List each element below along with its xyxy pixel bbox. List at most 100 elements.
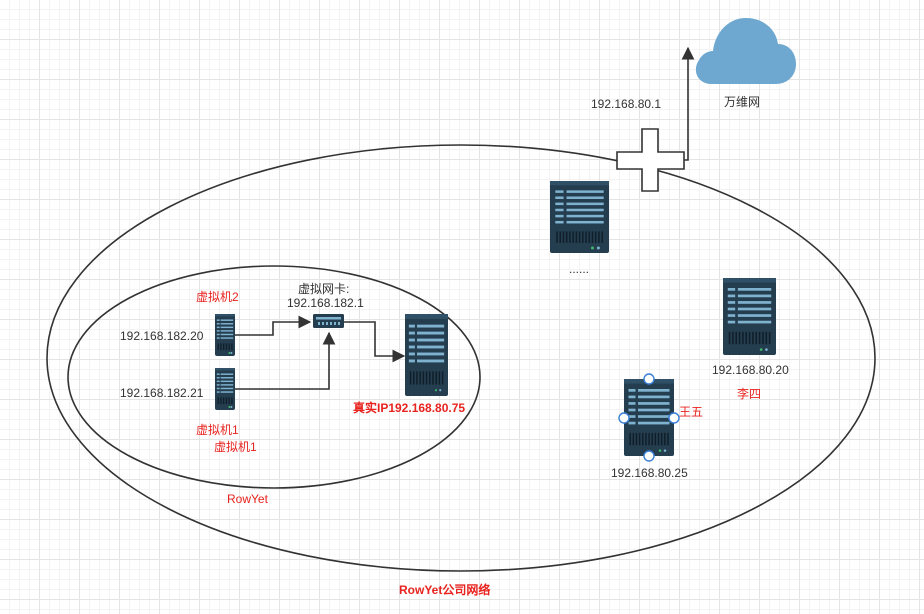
server-caption-ellipsis: ...... — [569, 262, 590, 276]
server-vent — [425, 371, 428, 385]
server-bay-led — [216, 333, 220, 336]
server-bay-led — [727, 307, 736, 311]
server-vent — [594, 231, 597, 243]
uplink-connector[interactable] — [681, 46, 695, 161]
server-bay — [220, 387, 234, 390]
server-bay — [566, 202, 604, 206]
host-network-boundary[interactable] — [67, 265, 481, 489]
server-vent — [629, 432, 631, 446]
server-top-bevel — [550, 181, 609, 186]
server-bay-led — [555, 202, 564, 206]
server-vent — [228, 397, 230, 405]
server-bay — [220, 377, 234, 379]
server-vent — [667, 432, 669, 446]
server-vent — [728, 331, 731, 345]
server-icon-host[interactable] — [405, 314, 448, 396]
server-icon-unnamed[interactable] — [550, 181, 609, 253]
server-status-led — [765, 348, 768, 351]
server-vent — [231, 343, 233, 351]
server-bay — [638, 415, 670, 418]
server-power-led — [228, 406, 231, 409]
vm2-to-nic-connector[interactable] — [234, 315, 312, 336]
server-vent — [228, 343, 230, 351]
server-vent — [755, 331, 758, 345]
server-vent — [765, 331, 768, 345]
server-vent — [768, 331, 771, 345]
server-bay — [566, 196, 604, 199]
vm1-to-nic-connector[interactable] — [234, 331, 336, 390]
server-vent — [648, 432, 650, 446]
server-vent — [638, 432, 641, 446]
server-bay-led — [216, 323, 220, 325]
server-bay-led — [727, 288, 736, 291]
server-bay — [638, 421, 670, 425]
server-vent — [225, 343, 228, 351]
server-vent — [748, 331, 751, 345]
server-bay-led — [555, 190, 564, 193]
server-icon-lisi[interactable] — [723, 278, 776, 355]
server-bay-led — [628, 389, 636, 392]
server-bay-led — [727, 314, 736, 317]
server-vent — [732, 331, 734, 345]
server-bay — [737, 314, 772, 317]
server-vent — [565, 231, 568, 243]
server-power-led — [434, 389, 438, 392]
server-bay — [566, 220, 604, 224]
server-status-led — [439, 389, 442, 392]
virtual-nic-ip: 192.168.182.1 — [287, 296, 364, 310]
server-bay — [638, 408, 670, 412]
server-icon-vm2[interactable] — [215, 314, 235, 356]
virtual-nic-title: 虚拟网卡: — [298, 282, 350, 296]
company-network-label: RowYet公司网络 — [399, 583, 491, 597]
server-vent — [664, 432, 666, 446]
server-bay — [417, 331, 445, 335]
lisi-name-label: 李四 — [737, 387, 762, 401]
server-bay-led — [408, 331, 415, 335]
server-bay — [417, 359, 445, 363]
company-network-boundary[interactable] — [46, 144, 876, 572]
nic-to-host-connector[interactable] — [344, 321, 406, 363]
server-vent — [601, 231, 603, 243]
server-top-bevel — [215, 368, 235, 371]
server-bay-led — [628, 408, 636, 412]
server-bay — [737, 288, 772, 291]
server-bay-led — [216, 373, 220, 375]
server-vent — [745, 331, 747, 345]
internet-label: 万维网 — [724, 95, 761, 109]
wangwu-name-label: 王五 — [679, 405, 704, 419]
server-bay — [220, 391, 234, 393]
plus-connector-icon[interactable] — [616, 128, 685, 192]
server-bay-led — [216, 391, 220, 393]
server-bay-led — [727, 320, 736, 324]
server-bay — [220, 323, 234, 325]
server-bay-led — [216, 319, 220, 321]
server-bay — [638, 395, 670, 399]
server-bay-led — [408, 338, 415, 342]
server-bay-led — [628, 421, 636, 425]
server-vent — [409, 371, 412, 385]
cloud-icon[interactable] — [695, 18, 796, 84]
server-vent — [220, 397, 222, 405]
switch-icon[interactable] — [313, 314, 344, 328]
server-vent — [220, 343, 222, 351]
vm2-ip-label: 192.168.182.20 — [120, 329, 204, 343]
server-bay-led — [408, 359, 415, 363]
server-vent — [635, 432, 638, 446]
server-power-led — [228, 352, 231, 355]
server-vent — [569, 231, 571, 243]
server-vent — [578, 231, 581, 243]
server-bay — [220, 337, 234, 339]
server-bay — [737, 307, 772, 311]
server-bay-led — [216, 377, 220, 379]
server-icon-wangwu[interactable] — [624, 379, 674, 456]
router-ip-label: 192.168.80.1 — [591, 97, 662, 111]
wangwu-ip-label: 192.168.80.25 — [611, 466, 688, 480]
server-vent — [413, 371, 415, 385]
server-power-led — [591, 246, 594, 250]
selection-handles[interactable] — [618, 373, 680, 462]
server-vent — [438, 371, 441, 385]
server-bay-led — [216, 387, 220, 390]
server-vent — [223, 343, 225, 351]
server-icon-vm1[interactable] — [215, 368, 235, 410]
server-bay-led — [216, 380, 220, 383]
